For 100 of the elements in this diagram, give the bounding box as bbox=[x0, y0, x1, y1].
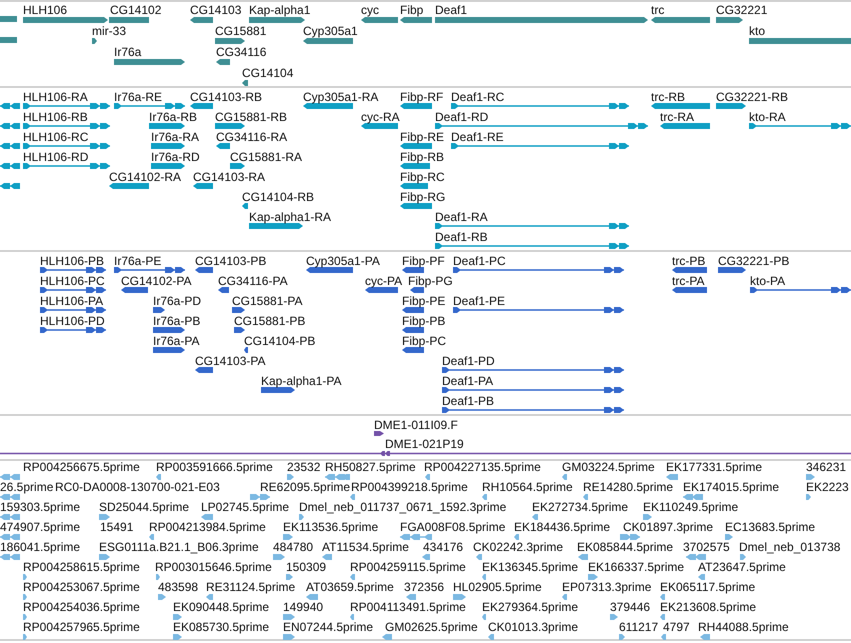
feature-label: 483598 bbox=[158, 580, 198, 594]
feature-label: Fibp-RB bbox=[400, 150, 444, 164]
feature-label: CG14103-PB bbox=[195, 254, 266, 268]
feature-label: FGA008F08.5prime bbox=[400, 520, 506, 534]
feature-label: trc-PA bbox=[672, 274, 704, 288]
feature-label: RH10564.5prime bbox=[482, 480, 573, 494]
feature-label: RP004256675.5prime bbox=[23, 460, 140, 474]
feature-label: Deaf1-RD bbox=[435, 110, 488, 124]
feature-label: Fibp-PE bbox=[402, 294, 446, 308]
feature-label: CG14103-RB bbox=[190, 90, 262, 104]
feature-label: Fibp-RC bbox=[400, 170, 445, 184]
feature-label: CG14102-PA bbox=[121, 274, 192, 288]
feature-label: 150309 bbox=[286, 560, 326, 574]
feature-label: CG14104-RB bbox=[242, 190, 314, 204]
feature-label: CG14104-PB bbox=[244, 334, 316, 348]
feature-label: EK085730.5prime bbox=[173, 620, 270, 634]
feature-label: ESG0111a.B21.1_B06.3prime bbox=[99, 540, 259, 554]
feature-label: Deaf1-PB bbox=[442, 394, 494, 408]
feature-label: AT11534.5prime bbox=[322, 540, 409, 554]
feature-label: CG14103-PA bbox=[195, 354, 266, 368]
feature-label: CG32221-PB bbox=[718, 254, 790, 268]
feature-label: CG34116-RA bbox=[216, 130, 288, 144]
feature-label: RP004399218.5prime bbox=[351, 480, 468, 494]
feature-label: trc-RA bbox=[660, 110, 694, 124]
feature-label: Deaf1 bbox=[435, 3, 468, 17]
feature-label: CG15881-RA bbox=[230, 150, 302, 164]
feature-label: Deaf1-RB bbox=[435, 230, 488, 244]
feature-label: kto-PA bbox=[750, 274, 786, 288]
feature-label: Ir76a-RD bbox=[151, 150, 200, 164]
feature-label: 149940 bbox=[283, 600, 324, 614]
feature-label: CK01897.3prime bbox=[623, 520, 714, 534]
feature-label: RE14280.5prime bbox=[583, 480, 674, 494]
feature-label: Ir76a-RE bbox=[114, 90, 162, 104]
feature-label: EP07313.3prime bbox=[562, 580, 652, 594]
feature-label: EK2223 bbox=[806, 480, 849, 494]
feature-label: Deaf1-PD bbox=[442, 354, 495, 368]
feature-label: EN07244.5prime bbox=[283, 620, 374, 634]
feature-label: 434176 bbox=[423, 540, 464, 554]
feature-label: HLH106-RB bbox=[23, 110, 88, 124]
feature-label: EK113536.5prime bbox=[283, 520, 378, 534]
feature-label: RP004259115.5prime bbox=[350, 560, 466, 574]
feature-label: Fibp-PB bbox=[402, 314, 446, 328]
feature-label: RP004227135.5prime bbox=[424, 460, 541, 474]
feature-label: kto-RA bbox=[749, 110, 786, 124]
feature-label: RE62095.5prime bbox=[260, 480, 350, 494]
feature-label: AT23647.5prime bbox=[698, 560, 786, 574]
feature-label: 159303.5prime bbox=[0, 500, 80, 514]
feature-label: 346231 bbox=[806, 460, 846, 474]
feature-label: Fibp-PC bbox=[402, 334, 446, 348]
feature-label: 23532 bbox=[287, 460, 320, 474]
feature-label: LP02745.5prime bbox=[201, 500, 290, 514]
feature-label: CG15881 bbox=[215, 24, 266, 38]
feature-label: RP004213984.5prime bbox=[149, 520, 266, 534]
feature-label: CG14103-RA bbox=[193, 170, 266, 184]
feature-label: CK01013.3prime bbox=[488, 620, 578, 634]
feature-label: Deaf1-PE bbox=[453, 294, 506, 308]
feature-label: Cyp305a1 bbox=[303, 24, 358, 38]
feature-label: cyc bbox=[361, 3, 379, 17]
feature-label: Fibp-PG bbox=[408, 274, 453, 288]
feature-label: HLH106-RA bbox=[23, 90, 88, 104]
feature-label: EK279364.5prime bbox=[482, 600, 578, 614]
feature-label: DME1-011I09.F bbox=[374, 418, 458, 432]
feature-label: AT03659.5prime bbox=[306, 580, 394, 594]
feature-label: EK136345.5prime bbox=[482, 560, 578, 574]
feature-label: EK184436.5prime bbox=[514, 520, 610, 534]
feature-label: CG14104 bbox=[242, 66, 294, 80]
feature-label: RP004113491.5prime bbox=[350, 600, 466, 614]
feature-label: GM03224.5prime bbox=[562, 460, 655, 474]
feature-label: Ir76a-RB bbox=[149, 110, 198, 124]
feature-label: Fibp-RG bbox=[400, 190, 446, 204]
feature-label: EK090448.5prime bbox=[173, 600, 270, 614]
feature-label: EK177331.5prime bbox=[666, 460, 762, 474]
feature-label: Deaf1-RC bbox=[451, 90, 504, 104]
feature-label: EK174015.5prime bbox=[683, 480, 780, 494]
feature-label: EK085844.5prime bbox=[577, 540, 674, 554]
feature-label: 26.5prime bbox=[0, 480, 54, 494]
feature-label: RP003591666.5prime bbox=[156, 460, 273, 474]
feature-label: Fibp-PF bbox=[402, 254, 445, 268]
feature-label: CG34116 bbox=[216, 45, 266, 59]
feature-label: Kap-alpha1-PA bbox=[261, 374, 342, 388]
feature-label: Ir76a-PE bbox=[114, 254, 162, 268]
feature-label: RP004253067.5prime bbox=[23, 580, 140, 594]
feature-label: CG34116-PA bbox=[218, 274, 288, 288]
feature-label: Cyp305a1-RA bbox=[303, 90, 378, 104]
feature-label: Ir76a-RA bbox=[151, 130, 200, 144]
feature-label: RE31124.5prime bbox=[206, 580, 296, 594]
feature-label: RP003015646.5prime bbox=[155, 560, 272, 574]
feature-label: CG15881-RB bbox=[215, 110, 288, 124]
feature-label: Deaf1-PC bbox=[453, 254, 506, 268]
feature-label: CG14102 bbox=[110, 3, 162, 17]
feature-label: Kap-alpha1-RA bbox=[249, 210, 332, 224]
feature-label: RH50827.5prime bbox=[325, 460, 416, 474]
feature-label: Dmel_neb_011737_0671_1592.3prime bbox=[299, 500, 506, 514]
feature-label: CG14103 bbox=[190, 3, 242, 17]
feature-label: CG32221 bbox=[716, 3, 768, 17]
feature-label: CG15881-PB bbox=[234, 314, 306, 328]
feature-label: RP004254036.5prime bbox=[23, 600, 140, 614]
feature-label: Ir76a-PD bbox=[153, 294, 202, 308]
feature-label: HLH106-PA bbox=[40, 294, 104, 308]
feature-label: 484780 bbox=[273, 540, 314, 554]
